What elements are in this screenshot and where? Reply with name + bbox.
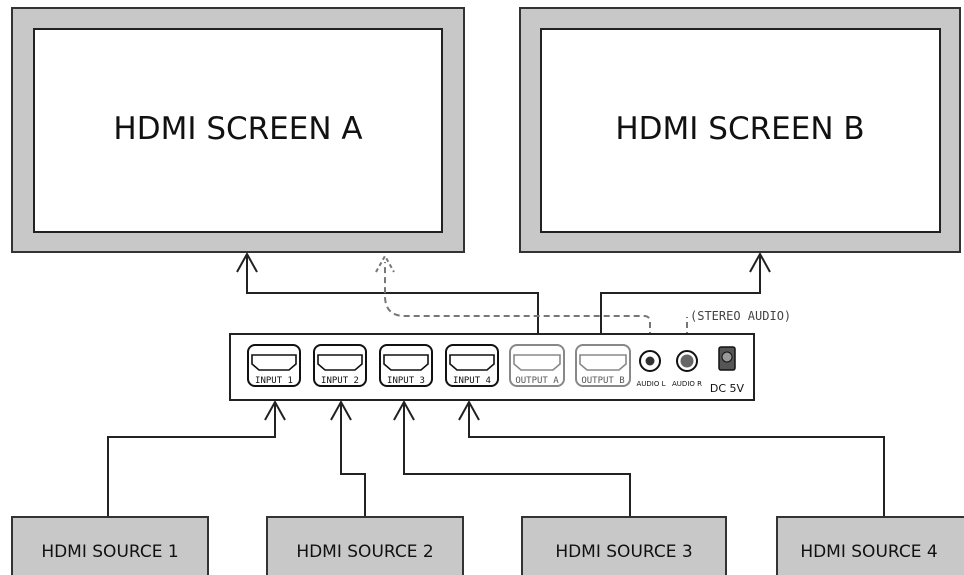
source-2: HDMI SOURCE 2 <box>266 516 464 575</box>
port-input-4-label: INPUT 4 <box>453 376 491 386</box>
input-1-arrow <box>264 399 286 421</box>
port-input-4[interactable]: INPUT 4 <box>445 344 499 387</box>
output-a-wire <box>246 256 539 334</box>
audio-jack-right[interactable]: AUDIO R <box>672 350 702 388</box>
dc-power-label: DC 5V <box>710 382 745 395</box>
port-output-a-label: OUTPUT A <box>515 376 559 386</box>
source-4: HDMI SOURCE 4 <box>776 516 964 575</box>
input-2-arrow <box>330 399 352 421</box>
port-input-3[interactable]: INPUT 3 <box>379 344 433 387</box>
port-output-b-label: OUTPUT B <box>581 376 624 386</box>
stereo-audio-path <box>384 262 651 348</box>
port-output-a[interactable]: OUTPUT A <box>509 344 565 387</box>
port-input-1[interactable]: INPUT 1 <box>247 344 301 387</box>
dc-power-jack[interactable]: DC 5V <box>710 346 745 395</box>
stereo-audio-label: (STEREO AUDIO) <box>690 309 791 323</box>
source-1-label: HDMI SOURCE 1 <box>41 542 178 562</box>
source-4-label: HDMI SOURCE 4 <box>800 542 937 562</box>
input-4-arrow <box>458 399 480 421</box>
port-input-2-label: INPUT 2 <box>321 376 359 386</box>
audio-arrow <box>375 253 395 273</box>
screen-a-arrow <box>236 251 258 273</box>
source-2-label: HDMI SOURCE 2 <box>296 542 433 562</box>
screen-a: HDMI SCREEN A <box>11 7 465 253</box>
source-2-wire <box>340 404 366 517</box>
source-3-wire <box>403 404 631 517</box>
source-3: HDMI SOURCE 3 <box>521 516 727 575</box>
port-input-1-label: INPUT 1 <box>255 376 293 386</box>
screen-b-label: HDMI SCREEN B <box>615 111 864 147</box>
port-input-3-label: INPUT 3 <box>387 376 425 386</box>
screen-a-label: HDMI SCREEN A <box>113 111 362 147</box>
input-3-arrow <box>393 399 415 421</box>
screen-b: HDMI SCREEN B <box>519 7 961 253</box>
audio-jack-left[interactable]: AUDIO L <box>636 350 666 388</box>
port-output-b[interactable]: OUTPUT B <box>575 344 631 387</box>
audio-jack-left-label: AUDIO L <box>636 380 665 388</box>
audio-jack-right-label: AUDIO R <box>672 380 702 388</box>
source-3-label: HDMI SOURCE 3 <box>555 542 692 562</box>
screen-b-arrow <box>749 251 771 273</box>
source-1-wire <box>107 404 276 517</box>
output-b-wire <box>600 256 761 334</box>
port-input-2[interactable]: INPUT 2 <box>313 344 367 387</box>
source-4-wire <box>468 404 885 517</box>
source-1: HDMI SOURCE 1 <box>11 516 209 575</box>
